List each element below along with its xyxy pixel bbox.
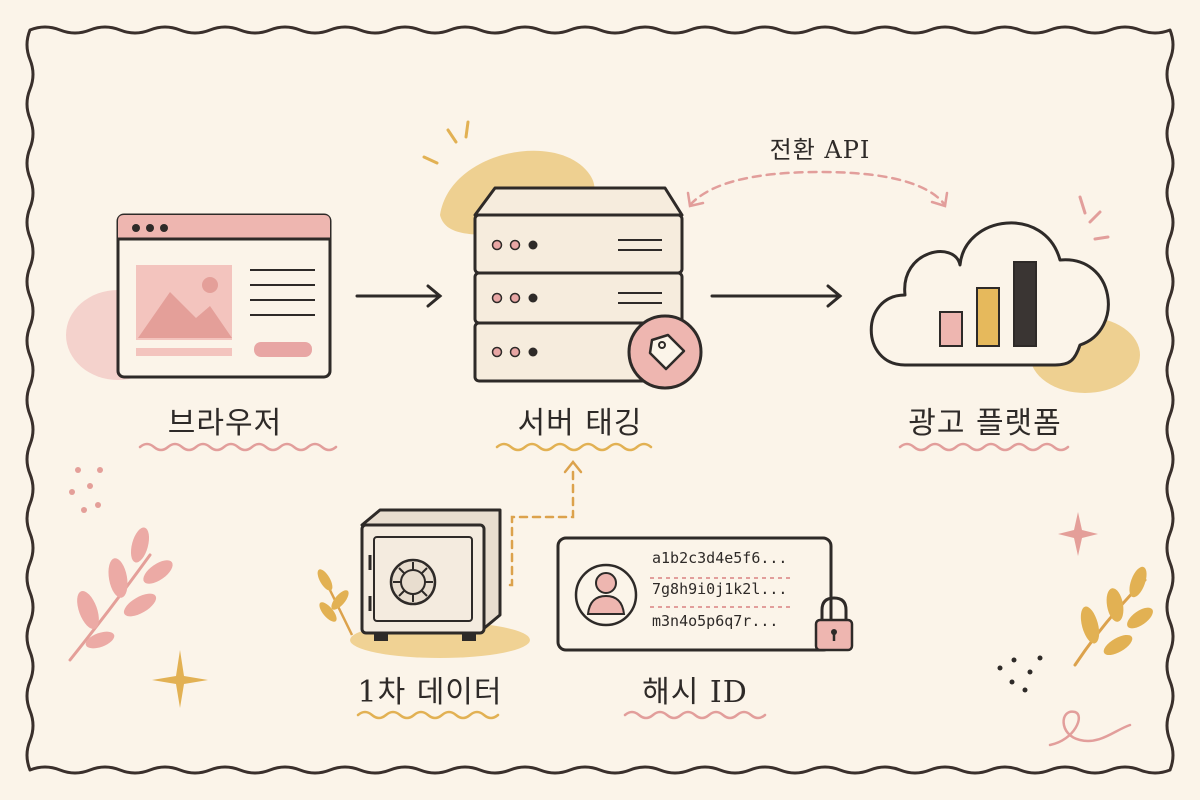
wavy-border — [25, 25, 1175, 775]
underline-first-party-data — [356, 710, 500, 720]
underline-server-tagging — [495, 442, 653, 452]
label-ad-platform: 광고 플랫폼 — [908, 406, 1062, 441]
server-rack-icon — [473, 186, 684, 383]
price-tag-icon — [627, 314, 703, 390]
hash-line-3: m3n4o5p6q7r... — [652, 612, 779, 630]
hash-line-2: 7g8h9i0j1k2l... — [652, 580, 788, 598]
user-avatar-icon — [574, 563, 638, 627]
leaf-branch-left — [68, 527, 173, 662]
sparkle-star-right — [1058, 512, 1098, 556]
underline-browser — [138, 442, 338, 452]
leaf-branch-right — [1073, 566, 1153, 667]
browser-window-icon — [116, 213, 332, 379]
decorative-curl — [1048, 710, 1132, 747]
sparkle-star-left — [152, 650, 208, 708]
underline-ad-platform — [898, 442, 1070, 452]
dots-left — [69, 467, 103, 513]
bar-chart-icon — [939, 261, 1037, 347]
sparkle-lines-cloud — [1078, 195, 1110, 241]
arrow-browser-to-server — [355, 284, 443, 308]
underline-hashed-id — [623, 710, 767, 720]
label-conversion-api: 전환 API — [769, 136, 871, 164]
sparkle-lines-server — [422, 120, 470, 165]
dots-right — [997, 655, 1043, 693]
label-browser: 브라우저 — [167, 406, 283, 441]
leaf-branch-safe — [317, 569, 354, 636]
label-hashed-id: 해시 ID — [642, 675, 748, 710]
hashed-id-card — [556, 536, 833, 652]
safe-icon — [360, 508, 502, 641]
label-first-party-data: 1차 데이터 — [357, 675, 503, 710]
padlock-icon — [814, 596, 854, 652]
dashed-arrow-to-server — [508, 459, 583, 587]
hash-line-1: a1b2c3d4e5f6... — [652, 549, 788, 567]
label-server-tagging: 서버 태깅 — [517, 406, 643, 441]
arrow-server-to-cloud — [710, 284, 843, 308]
conversion-api-arrow — [686, 170, 949, 208]
